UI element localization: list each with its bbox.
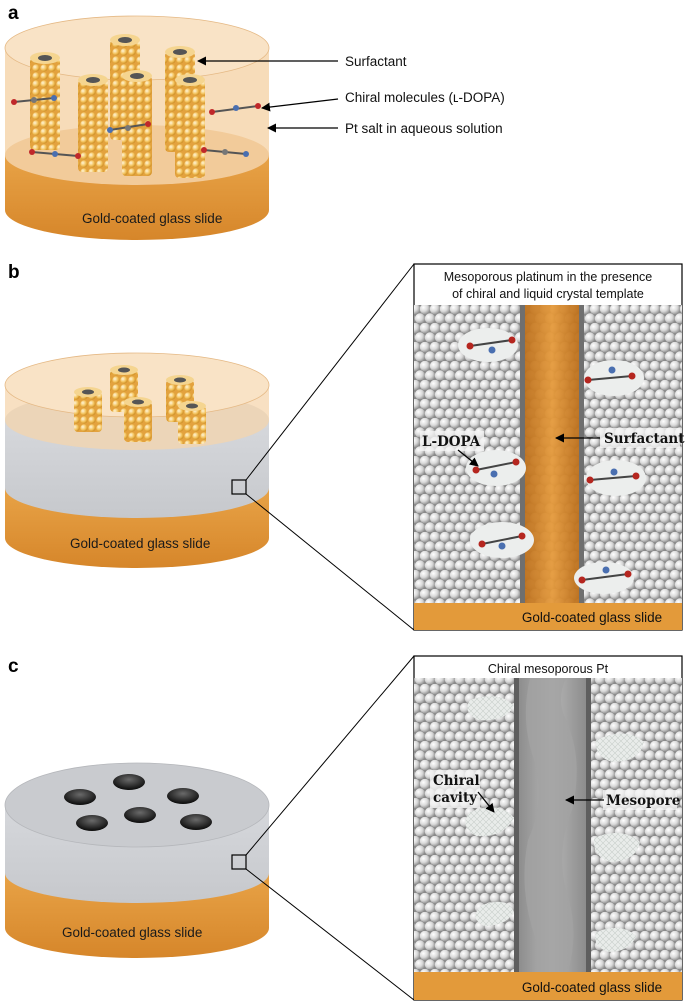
surfactant-channel xyxy=(522,305,582,603)
panel-b-letter: b xyxy=(8,262,20,283)
zoom-line-c-bottom xyxy=(245,868,415,1001)
surfactant-label: Surfactant xyxy=(345,54,407,69)
chiral-cavity-label-line2: cavity xyxy=(433,790,478,806)
inset-b-title-line2: of chiral and liquid crystal template xyxy=(452,287,644,301)
ldopa-arrow xyxy=(457,449,479,467)
panel-b-base-label: Gold-coated glass slide xyxy=(70,536,210,551)
panel-b-cylinder xyxy=(4,352,270,568)
inset-b-gold-base xyxy=(414,603,682,630)
panel-a-arrows xyxy=(197,56,339,133)
inset-c-title: Chiral mesoporous Pt xyxy=(488,662,609,676)
mesopore-label: Mesopore xyxy=(606,793,680,809)
zoom-box-b xyxy=(231,479,247,495)
zoom-line-b-top xyxy=(245,263,415,481)
zoom-box-c xyxy=(231,854,247,870)
panel-c-base-label: Gold-coated glass slide xyxy=(62,925,202,940)
chiral-molecules-label: Chiral molecules (ʟ-DOPA) xyxy=(345,90,505,105)
ldopa-label: L-DOPA xyxy=(422,434,481,450)
panel-c: c Gold-coated glass slide Chiral mesopor… xyxy=(4,655,683,1001)
panel-b-inset: Mesoporous platinum in the presence of c… xyxy=(413,263,685,631)
inset-b-base-label: Gold-coated glass slide xyxy=(522,610,662,625)
chiral-cavity-label-line1: Chiral xyxy=(433,773,480,789)
surfactant-columns-short xyxy=(74,365,206,444)
panel-a-cylinder xyxy=(4,15,270,240)
inset-b-title-line1: Mesoporous platinum in the presence xyxy=(444,270,653,284)
chiral-cavity-arrow xyxy=(477,791,495,813)
panel-a: a xyxy=(4,3,505,240)
panel-c-inset: Chiral mesoporous Pt Gold-coated glass s… xyxy=(413,655,683,1001)
panel-b: b Gold-coated glass slide Mesoporous pla… xyxy=(4,262,685,631)
panel-a-base-label: Gold-coated glass slide xyxy=(82,211,222,226)
inset-c-base-label: Gold-coated glass slide xyxy=(522,980,662,995)
ldopa-molecules xyxy=(458,328,646,594)
panel-c-cylinder xyxy=(4,762,270,958)
panel-c-letter: c xyxy=(8,656,19,677)
surfactant-columns xyxy=(30,34,205,178)
pt-salt-label: Pt salt in aqueous solution xyxy=(345,121,503,136)
mesopore-holes xyxy=(64,774,212,831)
inset-c-gold-base xyxy=(414,972,682,1000)
panel-a-letter: a xyxy=(8,3,19,24)
chiral-cavities xyxy=(465,696,644,952)
surfactant-inset-label: Surfactant xyxy=(604,431,685,447)
chiral-molecules xyxy=(11,95,261,159)
zoom-line-b-bottom xyxy=(245,493,415,631)
zoom-line-c-top xyxy=(245,655,415,856)
